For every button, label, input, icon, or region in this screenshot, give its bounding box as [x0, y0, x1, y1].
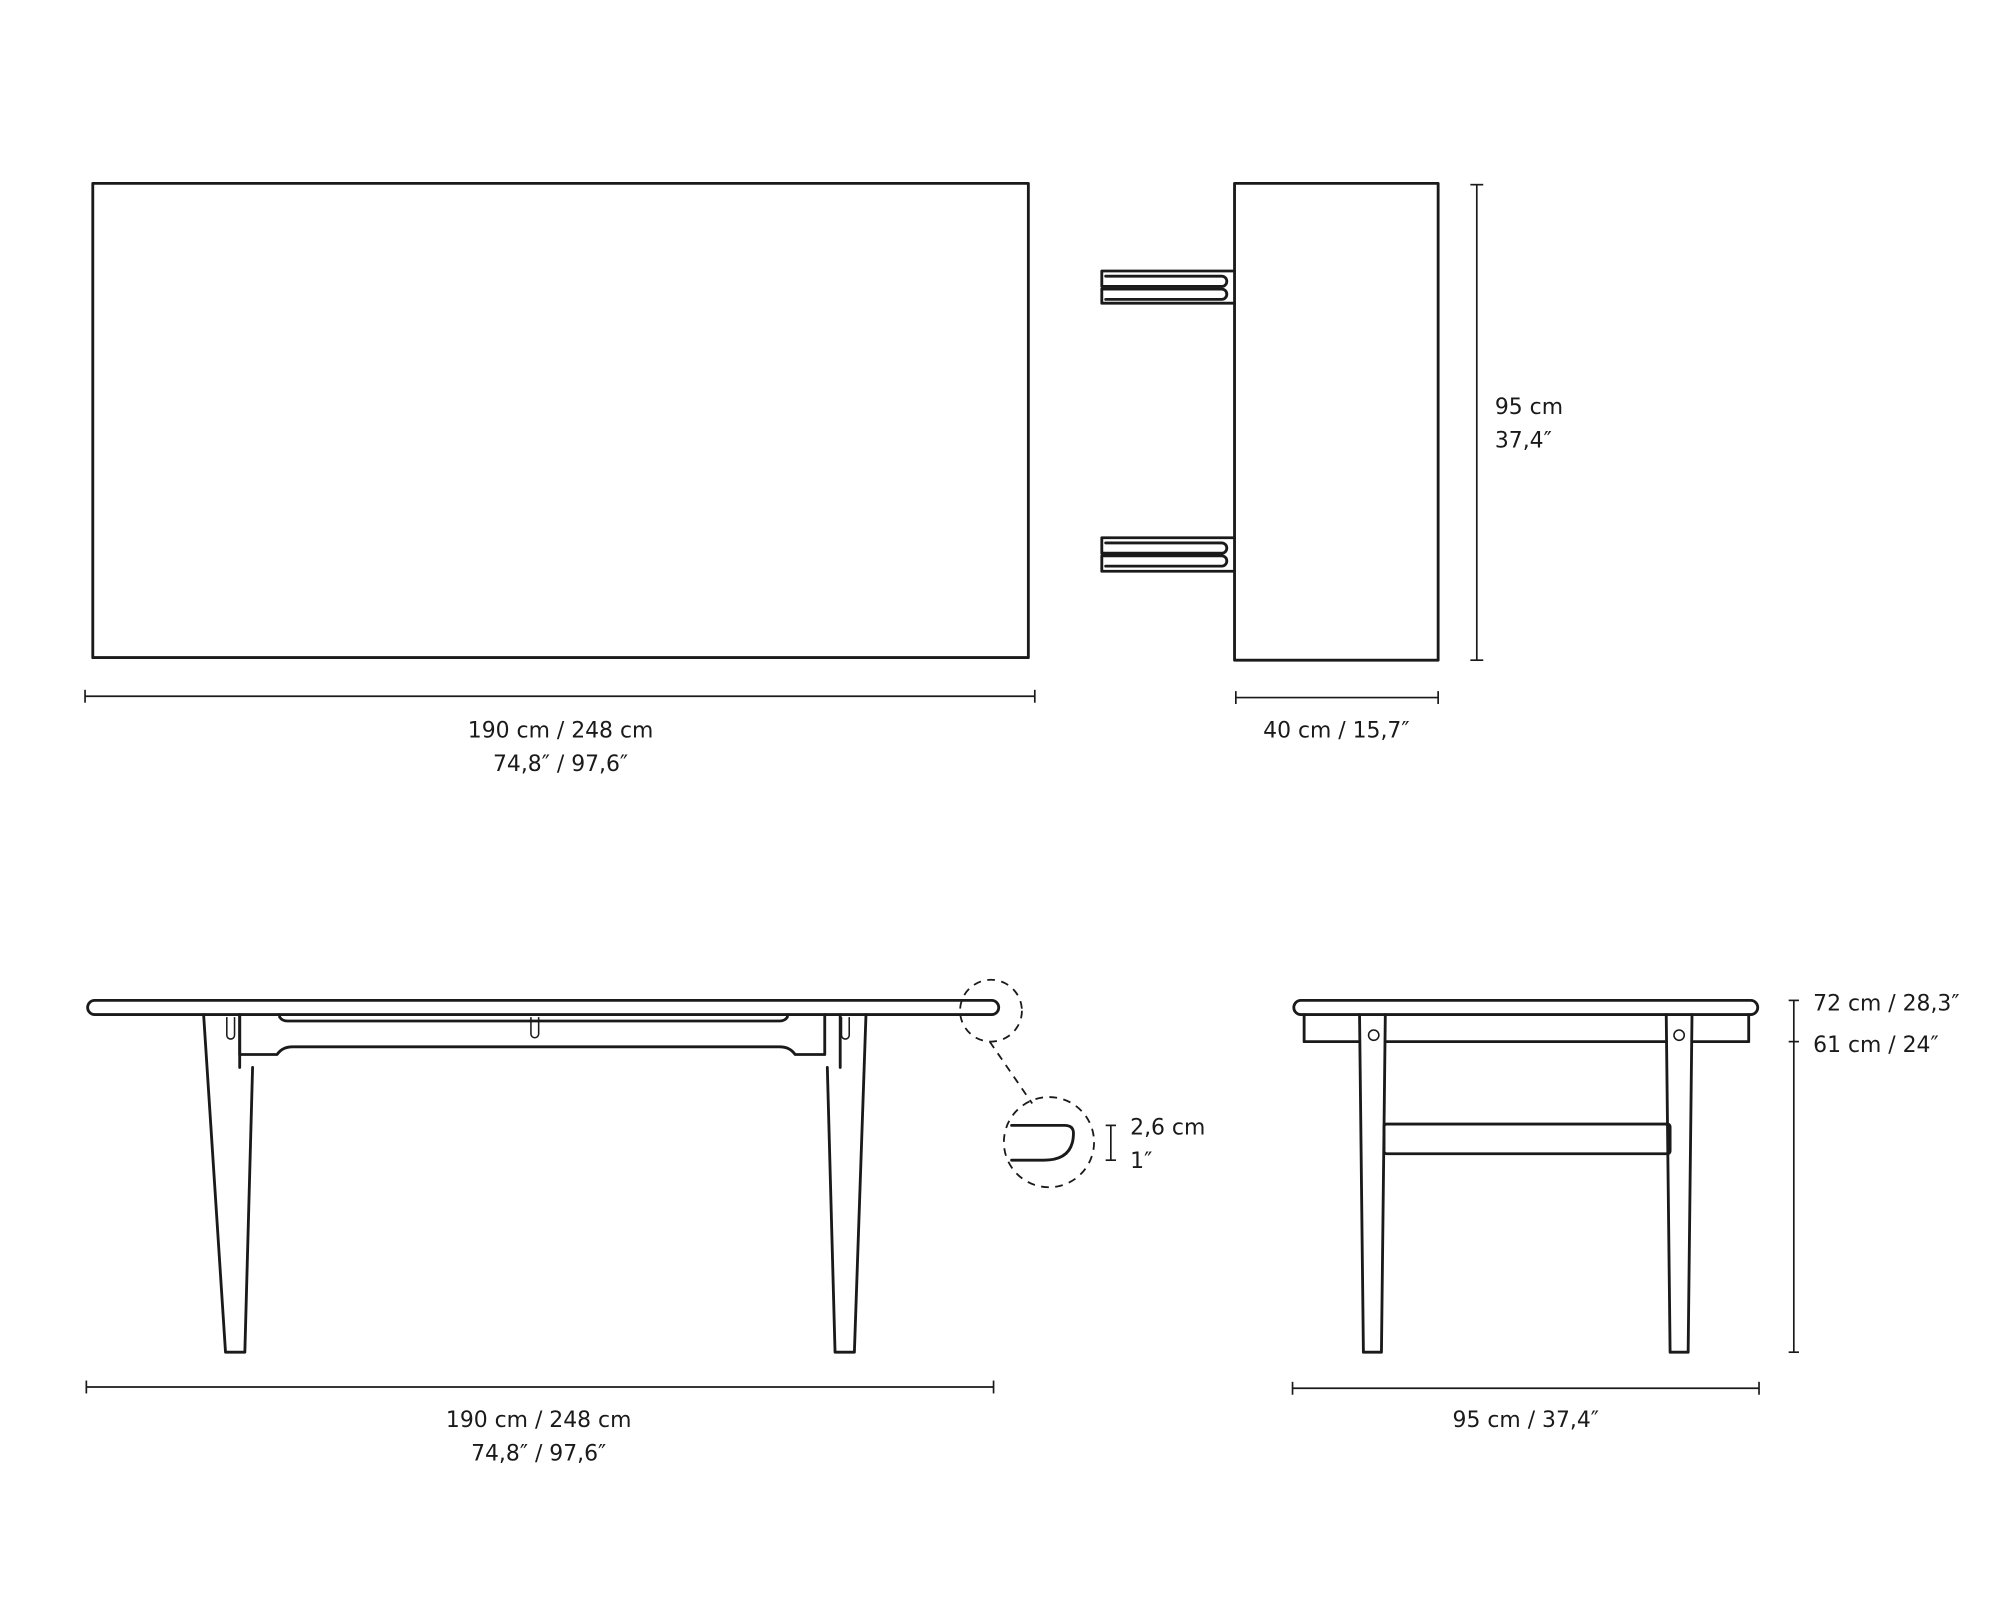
- peg: [1367, 1029, 1380, 1042]
- peg: [1673, 1029, 1686, 1042]
- apron: [238, 1013, 827, 1056]
- top-width-label: 190 cm / 248 cm: [468, 719, 654, 744]
- thickness-dimension: [1105, 1124, 1116, 1162]
- extension-dimension: [1234, 691, 1439, 704]
- slide-rail-lower: [1100, 536, 1236, 573]
- slide-rail-upper: [1100, 269, 1236, 305]
- depth-dimension: [1470, 183, 1484, 662]
- apron: [1302, 1013, 1751, 1044]
- top-width-label-inch: 74,8″ / 97,6″: [493, 752, 628, 777]
- center-slot: [530, 1017, 540, 1039]
- stretcher: [1382, 1122, 1672, 1156]
- right-leg: [1664, 1013, 1694, 1354]
- height-label: 72 cm / 28,3″: [1813, 992, 1959, 1017]
- thickness-label-inch: 1″: [1130, 1149, 1152, 1174]
- tabletop-outline: [91, 181, 1030, 660]
- left-leg: [1358, 1013, 1387, 1354]
- width-dimension-top: [84, 689, 1036, 703]
- leaf-outline: [1233, 181, 1440, 662]
- apron-height-label: 61 cm / 24″: [1813, 1033, 1939, 1058]
- leg-slot: [840, 1017, 851, 1040]
- tabletop-edge: [1292, 998, 1760, 1016]
- left-leg: [202, 1013, 254, 1354]
- thickness-label: 2,6 cm: [1130, 1115, 1205, 1140]
- right-leg: [825, 1013, 868, 1354]
- leg-slot: [226, 1017, 236, 1040]
- extension-label: 40 cm / 15,7″: [1263, 719, 1409, 744]
- slide-rail: [278, 1013, 789, 1023]
- front-width-label: 190 cm / 248 cm: [446, 1408, 631, 1433]
- depth-dimension-end: [1291, 1381, 1760, 1395]
- detail-leader-line: [988, 1041, 1033, 1104]
- depth-label: 95 cm: [1495, 395, 1563, 420]
- front-width-label-inch: 74,8″ / 97,6″: [471, 1441, 606, 1466]
- width-dimension-front: [85, 1380, 995, 1394]
- tabletop-edge: [86, 998, 1001, 1016]
- end-depth-label: 95 cm / 37,4″: [1453, 1408, 1599, 1433]
- detail-marker-circle: [959, 978, 1023, 1043]
- edge-profile: [1010, 1123, 1075, 1162]
- extension-leaf-view: 95 cm 37,4″ 40 cm / 15,7″: [1100, 181, 1563, 744]
- table-end-view: 72 cm / 28,3″ 61 cm / 24″ 95 cm / 37,4″: [1291, 992, 1960, 1433]
- depth-label-inch: 37,4″: [1495, 429, 1552, 454]
- table-top-view: 190 cm / 248 cm 74,8″ / 97,6″: [84, 181, 1036, 777]
- table-front-view: 190 cm / 248 cm 74,8″ / 97,6″: [85, 978, 1033, 1466]
- detail-circle: [1002, 1096, 1095, 1189]
- height-dimension: [1788, 999, 1799, 1354]
- edge-detail: 2,6 cm 1″: [1002, 1096, 1205, 1189]
